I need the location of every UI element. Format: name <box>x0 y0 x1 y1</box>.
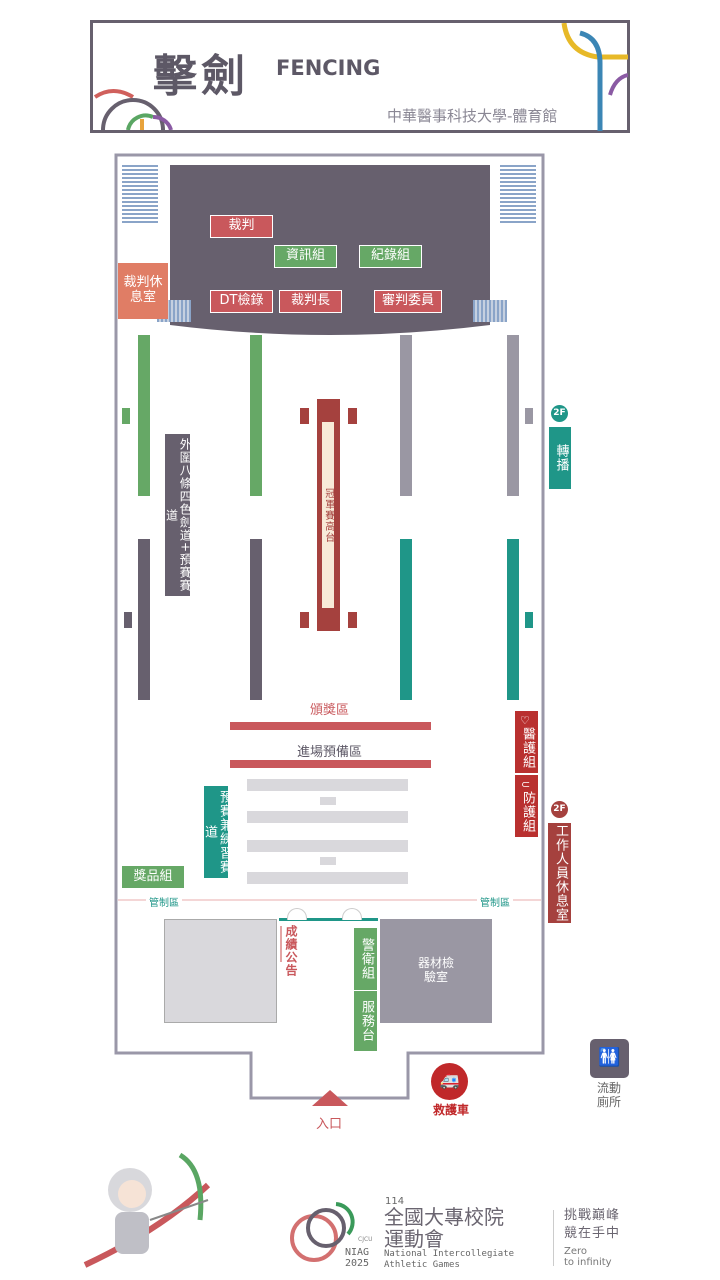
niag-text: NIAG <box>345 1247 370 1258</box>
seating-gap <box>320 797 336 805</box>
niag-logo <box>290 1202 355 1262</box>
venue-name: 中華醫事科技大學-體育館 <box>387 107 558 125</box>
piste <box>250 539 262 700</box>
entrance-arrow <box>312 1090 348 1106</box>
results-line <box>280 926 282 962</box>
control-area-label: 管制區 <box>477 894 513 909</box>
piste-marker <box>525 612 533 628</box>
dt-checkin-box: DT檢錄 <box>210 290 273 313</box>
ambulance-icon: 🚑 <box>431 1063 468 1100</box>
seating-row <box>247 840 408 852</box>
protection-icon: ⊂ <box>521 778 531 791</box>
piste-marker <box>122 408 130 424</box>
event-line-2: 運動會 <box>384 1227 444 1251</box>
medical-icon: ♡ <box>520 714 530 727</box>
medical-box: 醫護組 <box>515 711 538 773</box>
award-area-label: 頒獎區 <box>310 703 350 718</box>
event-name-zh: 全國大專校院運動會 <box>384 1206 504 1250</box>
header-banner <box>90 20 630 133</box>
slogan-zh: 挑戰巔峰競在手中 <box>564 1207 620 1242</box>
outer-lanes-label: 外圍八條四色劍道+預賽賽道 <box>165 434 192 596</box>
slogan-2: 競在手中 <box>564 1225 621 1241</box>
piste <box>507 335 519 496</box>
security-box: 警衛組 <box>354 928 377 990</box>
slogan-1: 挑戰巔峰 <box>564 1208 621 1223</box>
event-line-1: 全國大專校院 <box>384 1205 504 1229</box>
cjcu-label: CJCU <box>358 1236 373 1243</box>
protection-box: 防護組 <box>515 775 538 837</box>
title-zh: 擊劍 <box>153 51 249 102</box>
bleacher-left <box>122 165 158 223</box>
results-board-label: 成績公告 <box>284 925 298 977</box>
prize-box: 獎品組 <box>122 866 184 888</box>
ambulance-label: 救護車 <box>433 1103 470 1117</box>
prep-area-bar <box>230 760 431 768</box>
piste <box>138 539 150 700</box>
piste-marker <box>124 612 132 628</box>
record-box: 紀錄組 <box>359 245 422 268</box>
piste <box>400 539 412 700</box>
storage-room <box>164 919 277 1023</box>
banner-arcs-right <box>561 23 628 131</box>
info-box: 資訊組 <box>274 245 337 268</box>
stage-marker <box>300 408 309 424</box>
slogan-en-2: to infinity <box>564 1257 612 1268</box>
footer-divider <box>553 1210 554 1266</box>
toilet-icon: 🚻 <box>590 1039 629 1078</box>
seating-row <box>247 872 408 884</box>
seating-gap <box>320 857 336 865</box>
seating-row <box>247 811 408 823</box>
stage-marker <box>300 612 309 628</box>
staff-lounge-box: 工作人員休息室 <box>548 823 571 923</box>
stage-marker <box>348 408 357 424</box>
award-area-bar <box>230 722 431 730</box>
piste <box>138 335 150 496</box>
piste-marker <box>525 408 533 424</box>
slogan-en-1: Zero <box>564 1246 588 1257</box>
head-referee-box: 裁判長 <box>279 290 342 313</box>
seating-row <box>247 779 408 791</box>
control-area-label: 管制區 <box>146 894 182 909</box>
referee-box: 裁判 <box>210 215 273 238</box>
floor-2f-badge: 2F <box>551 801 568 818</box>
floor-2f-badge: 2F <box>551 405 568 422</box>
year-text: 2025 <box>345 1257 370 1269</box>
title-en: FENCING <box>276 56 381 80</box>
event-en-2: Athletic Games <box>384 1259 460 1270</box>
piste <box>400 335 412 496</box>
banner-arcs-left <box>93 89 173 130</box>
toilet-label: 流動廁所 <box>597 1081 622 1110</box>
mascot-fencer <box>83 1152 211 1268</box>
door-line <box>279 918 378 921</box>
center-stage-label: 冠軍賽高台 <box>322 422 334 608</box>
prep-area-label: 進場預備區 <box>297 745 363 760</box>
service-desk: 服務台 <box>354 991 377 1051</box>
referee-lounge: 裁判休息室 <box>118 263 168 319</box>
door-right <box>342 908 362 920</box>
door-left <box>287 908 307 920</box>
piste <box>507 539 519 700</box>
broadcast-box: 轉播 <box>549 427 571 489</box>
steps-right <box>473 300 507 322</box>
entrance-label: 入口 <box>316 1117 343 1132</box>
practice-lane-label: 預賽兼練習賽道 <box>202 786 232 878</box>
bleacher-right <box>500 165 536 223</box>
equipment-room: 器材檢驗室 <box>380 919 492 1023</box>
jury-box: 審判委員 <box>374 290 442 313</box>
event-en-1: National Intercollegiate <box>384 1249 515 1259</box>
stage-marker <box>348 612 357 628</box>
piste <box>250 335 262 496</box>
edition-label: 114 <box>385 1196 405 1207</box>
